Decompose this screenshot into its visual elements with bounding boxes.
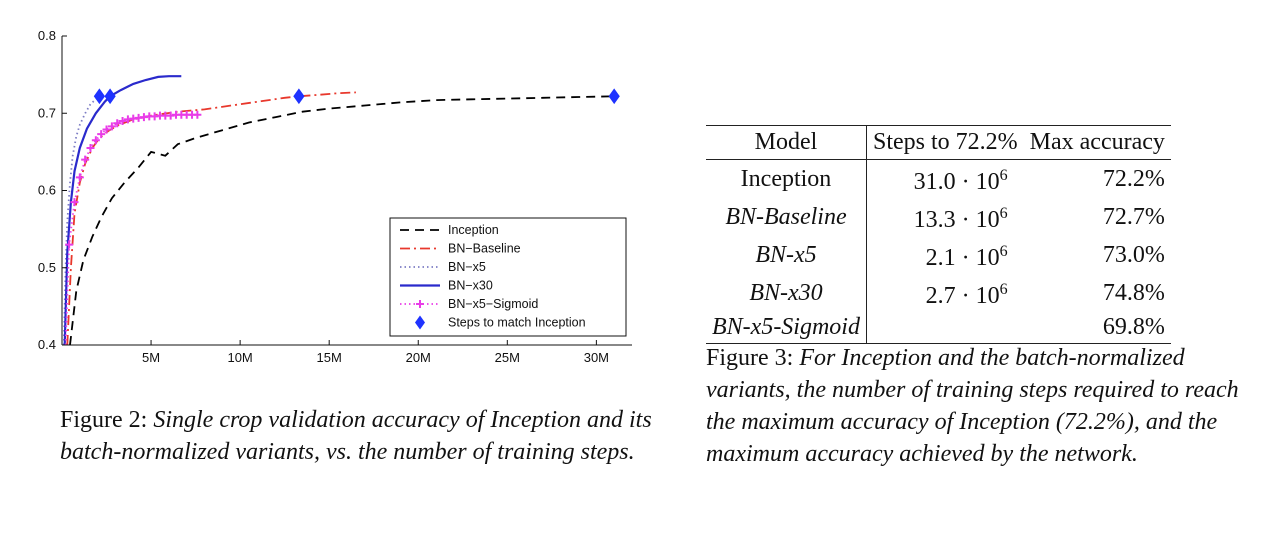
figure-2-chart: 0.4 0.5 0.6 0.7 0.8 5M 10M 15M 20M 25M 30M Incepti… — [38, 28, 632, 365]
steps-multiplier: · 10 — [961, 169, 1000, 195]
y-tick-label: 0.5 — [38, 260, 56, 275]
legend-label: BN−x30 — [448, 279, 493, 293]
x-tick-label: 20M — [406, 350, 431, 365]
x-tick-label: 25M — [495, 350, 520, 365]
cell-accuracy: 72.7% — [1102, 203, 1165, 230]
steps-exponent: 6 — [999, 205, 1008, 222]
cell-accuracy: 72.2% — [1102, 165, 1165, 192]
steps-multiplier: · 10 — [961, 245, 1000, 271]
cell-model: BN-x5-Sigmoid — [706, 312, 867, 344]
cell-steps: 13.3 · 106 — [866, 198, 1023, 236]
plot-area — [62, 75, 620, 346]
legend-swatch — [415, 315, 425, 330]
sigmoid-point-marker — [97, 130, 106, 139]
series-line-bn-x30 — [63, 75, 182, 346]
legend-label: Steps to match Inception — [448, 316, 586, 330]
cell-steps: 31.0 · 106 — [866, 160, 1023, 199]
cell-steps: 2.1 · 106 — [866, 236, 1023, 274]
steps-mantissa: 13.3 — [913, 207, 956, 233]
sigmoid-point-marker — [91, 136, 100, 145]
steps-mantissa: 2.7 — [925, 283, 956, 309]
x-tick-label: 5M — [142, 350, 160, 365]
header-accuracy: Max accuracy — [1023, 125, 1171, 160]
results-table: Model Steps to 72.2% Max accuracy Incept… — [706, 125, 1171, 344]
cell-model: BN-x5 — [706, 236, 867, 274]
sigmoid-point-marker — [81, 155, 90, 164]
legend: InceptionBN−BaselineBN−x5BN−x30BN−x5−Sig… — [389, 217, 627, 337]
axes: 0.4 0.5 0.6 0.7 0.8 5M 10M 15M 20M 25M 30M — [38, 28, 632, 365]
legend-label: Inception — [448, 223, 499, 237]
sigmoid-point-marker — [70, 198, 79, 207]
cell-accuracy: 74.8% — [1102, 279, 1165, 306]
steps-mantissa: 31.0 — [913, 169, 956, 195]
steps-match-marker — [608, 88, 620, 105]
sigmoid-point-marker — [193, 110, 202, 119]
cell-accuracy: 73.0% — [1102, 241, 1165, 268]
header-steps: Steps to 72.2% — [866, 125, 1024, 160]
cell-steps: 2.7 · 106 — [866, 274, 1023, 312]
series-line-bn-x5-sigmoid — [64, 113, 198, 346]
x-tick-label: 30M — [584, 350, 609, 365]
header-model: Model — [706, 125, 867, 160]
steps-exponent: 6 — [999, 243, 1008, 260]
figure-2-caption: Figure 2: Single crop validation accurac… — [60, 404, 660, 468]
sigmoid-point-marker — [118, 116, 127, 125]
cell-steps — [866, 312, 1024, 344]
y-tick-label: 0.4 — [38, 337, 56, 352]
figure-2-text: Single crop validation accuracy of Incep… — [60, 407, 652, 465]
table-header-row: Model Steps to 72.2% Max accuracy — [706, 125, 1171, 160]
steps-exponent: 6 — [999, 281, 1008, 298]
cell-model: BN-Baseline — [706, 198, 867, 236]
steps-multiplier: · 10 — [961, 283, 1000, 309]
y-tick-label: 0.6 — [38, 183, 56, 198]
cell-model: BN-x30 — [706, 274, 867, 312]
sigmoid-point-marker — [102, 125, 111, 134]
series-line-bn-baseline — [66, 91, 356, 346]
y-tick-label: 0.8 — [38, 28, 56, 43]
steps-match-marker — [104, 88, 116, 105]
figure-3-text: For Inception and the batch-normalized v… — [706, 345, 1239, 467]
table-row: BN-x5-Sigmoid 69.8% — [706, 312, 1171, 344]
steps-multiplier: · 10 — [961, 207, 1000, 233]
cell-model: Inception — [706, 159, 867, 198]
sigmoid-point-marker — [113, 119, 122, 128]
steps-match-marker — [293, 88, 305, 105]
legend-label: BN−x5−Sigmoid — [448, 297, 538, 311]
steps-match-marker — [93, 88, 106, 105]
steps-exponent: 6 — [999, 167, 1008, 184]
legend-box — [389, 217, 627, 337]
sigmoid-point-marker — [75, 173, 84, 182]
x-tick-label: 10M — [227, 350, 252, 365]
series-line-inception — [69, 95, 615, 346]
y-tick-label: 0.7 — [38, 105, 56, 120]
x-tick-label: 15M — [317, 350, 342, 365]
figure-3-label: Figure 3: — [706, 345, 794, 371]
sigmoid-point-marker — [65, 240, 74, 249]
cell-accuracy: 69.8% — [1023, 312, 1171, 344]
legend-swatch-plus — [416, 300, 424, 308]
legend-label: BN−x5 — [448, 260, 486, 274]
figure-3-caption: Figure 3: For Inception and the batch-no… — [706, 342, 1268, 470]
sigmoid-point-marker — [107, 122, 116, 131]
figure-2-label: Figure 2: — [60, 407, 148, 433]
steps-mantissa: 2.1 — [925, 245, 956, 271]
sigmoid-point-marker — [86, 144, 95, 153]
legend-label: BN−Baseline — [448, 242, 521, 256]
